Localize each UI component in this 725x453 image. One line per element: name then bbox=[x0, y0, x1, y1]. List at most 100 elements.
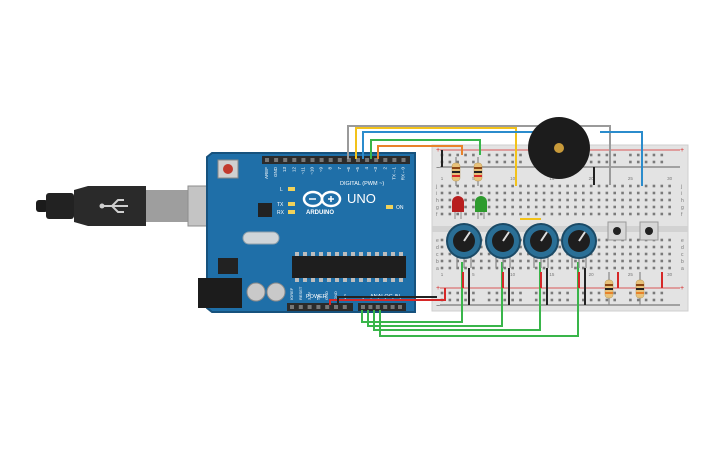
on-led bbox=[386, 205, 393, 209]
pin-label: ~10 bbox=[310, 167, 315, 175]
pin-label: ~5 bbox=[355, 167, 360, 173]
wire-yellow bbox=[355, 127, 517, 186]
svg-text:+: + bbox=[436, 285, 440, 292]
svg-text:30: 30 bbox=[667, 176, 673, 181]
pin-label: ~11 bbox=[300, 167, 305, 175]
analog-pin[interactable] bbox=[375, 305, 380, 309]
power-pin-label: 5V bbox=[315, 295, 320, 300]
header-pin[interactable] bbox=[365, 158, 370, 162]
resistor-led-red[interactable] bbox=[451, 157, 461, 186]
l-label: L bbox=[280, 187, 283, 193]
analog-pin[interactable] bbox=[383, 305, 388, 309]
svg-text:25: 25 bbox=[628, 272, 634, 277]
power-pin-label: IOREF bbox=[289, 287, 294, 300]
svg-text:20: 20 bbox=[589, 272, 595, 277]
pushbutton-1[interactable] bbox=[607, 221, 627, 241]
potentiometer-3[interactable] bbox=[523, 223, 559, 268]
resistor-led-green[interactable] bbox=[473, 157, 483, 186]
digital-pwm-label: DIGITAL (PWM ~) bbox=[340, 181, 384, 187]
svg-text:a: a bbox=[681, 266, 684, 272]
svg-text:1: 1 bbox=[441, 176, 444, 181]
potentiometer-2[interactable] bbox=[485, 223, 521, 268]
green-led[interactable] bbox=[475, 196, 487, 219]
header-pin[interactable] bbox=[401, 158, 406, 162]
header-pin[interactable] bbox=[265, 158, 269, 162]
header-pin[interactable] bbox=[328, 158, 333, 162]
pushbutton-2[interactable] bbox=[639, 221, 659, 241]
header-pin[interactable] bbox=[292, 158, 297, 162]
analog-header bbox=[358, 303, 406, 311]
analog-pin-label: A3 bbox=[382, 295, 387, 301]
arduino-logo-icon bbox=[302, 190, 342, 208]
svg-text:30: 30 bbox=[667, 272, 673, 277]
on-label: ON bbox=[396, 205, 404, 211]
svg-text:5: 5 bbox=[472, 272, 475, 277]
svg-text:j: j bbox=[435, 184, 437, 190]
svg-text:i: i bbox=[436, 191, 437, 197]
header-pin[interactable] bbox=[346, 158, 351, 162]
header-pin[interactable] bbox=[310, 158, 315, 162]
analog-pin-label: A4 bbox=[390, 295, 395, 301]
pin-label: 7 bbox=[337, 167, 342, 170]
svg-text:15: 15 bbox=[549, 176, 555, 181]
header-pin[interactable] bbox=[374, 158, 379, 162]
arduino-brand-text: ARDUINO bbox=[306, 210, 334, 216]
svg-text:d: d bbox=[436, 245, 439, 251]
usb-chip bbox=[258, 203, 272, 217]
analog-pin[interactable] bbox=[368, 305, 373, 309]
svg-text:a: a bbox=[436, 266, 439, 272]
wire-red bbox=[329, 288, 446, 305]
analog-pin[interactable] bbox=[361, 305, 365, 309]
power-pin[interactable] bbox=[307, 305, 312, 309]
power-label: POWER bbox=[306, 294, 327, 300]
svg-text:−: − bbox=[436, 165, 440, 172]
analog-pin-label: A0 bbox=[360, 295, 365, 301]
power-pin-label: GND bbox=[333, 291, 338, 300]
potentiometer-1[interactable] bbox=[446, 223, 482, 268]
power-pin[interactable] bbox=[298, 305, 303, 309]
header-pin[interactable] bbox=[274, 158, 279, 162]
analog-pin[interactable] bbox=[398, 305, 402, 309]
header-pin[interactable] bbox=[383, 158, 388, 162]
power-pin[interactable] bbox=[316, 305, 321, 309]
analog-pin[interactable] bbox=[390, 305, 395, 309]
rx-label: RX bbox=[277, 210, 285, 216]
red-led[interactable] bbox=[452, 196, 464, 219]
piezo-buzzer[interactable] bbox=[528, 117, 590, 179]
svg-text:f: f bbox=[436, 212, 438, 218]
svg-text:+: + bbox=[436, 147, 440, 154]
svg-text:j: j bbox=[680, 184, 682, 190]
tx-led bbox=[288, 202, 295, 206]
wire-green-a1 bbox=[367, 262, 503, 327]
header-pin[interactable] bbox=[301, 158, 306, 162]
wire-green-a0 bbox=[361, 262, 463, 323]
header-pin[interactable] bbox=[356, 158, 360, 162]
header-pin[interactable] bbox=[337, 158, 342, 162]
header-pin[interactable] bbox=[319, 158, 324, 162]
power-pin[interactable] bbox=[290, 305, 294, 309]
resistor-button-1[interactable] bbox=[604, 272, 614, 305]
svg-text:+: + bbox=[680, 147, 684, 154]
reset-button[interactable] bbox=[217, 159, 239, 179]
analog-pin-label: A2 bbox=[375, 295, 380, 301]
pin-label: TX→1 bbox=[391, 167, 396, 180]
usb-icon bbox=[99, 199, 128, 213]
power-jack bbox=[198, 278, 242, 308]
svg-text:i: i bbox=[681, 191, 682, 197]
uno-model-text: UNO bbox=[347, 191, 376, 206]
pin-label: AREF bbox=[264, 167, 269, 179]
power-pin[interactable] bbox=[342, 305, 347, 309]
voltage-regulator bbox=[218, 258, 238, 274]
svg-text:5: 5 bbox=[472, 176, 475, 181]
svg-text:c: c bbox=[436, 252, 439, 258]
svg-text:h: h bbox=[436, 198, 439, 204]
power-pin[interactable] bbox=[334, 305, 338, 309]
resistor-button-2[interactable] bbox=[635, 272, 645, 305]
potentiometer-4[interactable] bbox=[561, 223, 597, 268]
header-pin[interactable] bbox=[283, 158, 288, 162]
header-pin[interactable] bbox=[392, 158, 397, 162]
power-pin[interactable] bbox=[325, 305, 330, 309]
svg-text:h: h bbox=[681, 198, 684, 204]
wires bbox=[329, 125, 663, 337]
